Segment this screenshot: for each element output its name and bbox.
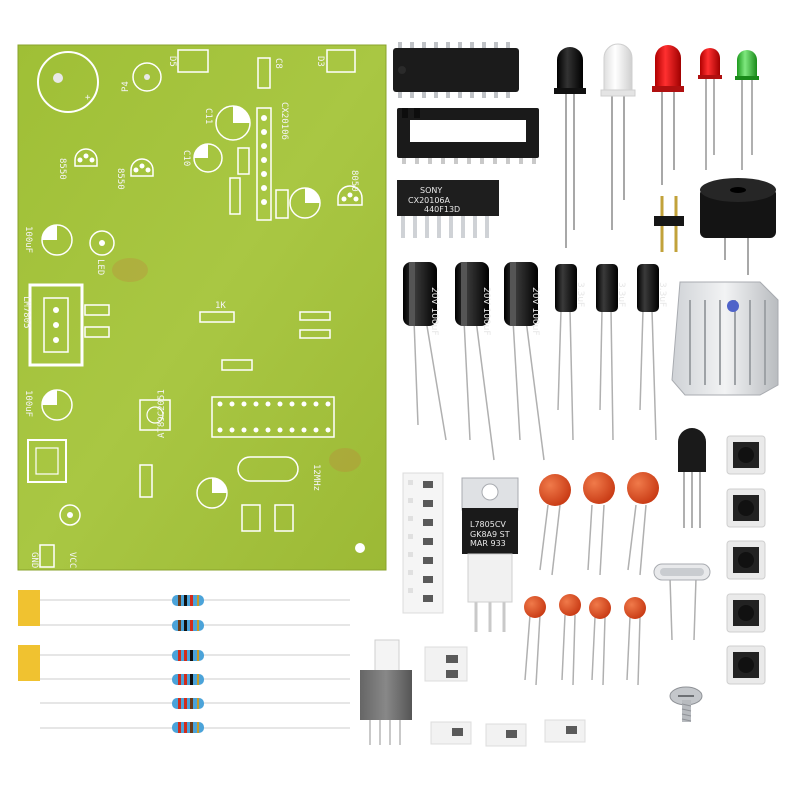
label-q3-part: 8050 (349, 170, 359, 192)
p4-led-footprint (132, 62, 162, 92)
electrolytic-cap-2: 20V 100uF (455, 262, 495, 461)
electrolytic-cap-4: 3.3uF (555, 264, 585, 441)
screw-icon (669, 686, 703, 722)
led-red-small-icon (698, 48, 722, 170)
label-d2-val: LED (95, 259, 105, 275)
cap-1-label: 20V 100uF (429, 287, 439, 336)
mounting-hole (355, 543, 365, 553)
svg-text:+: + (85, 93, 91, 103)
u1-footprint (28, 283, 84, 367)
tact-switch-icon (726, 645, 766, 685)
push-switch-icon (360, 639, 412, 745)
led-red-icon (652, 45, 684, 185)
s1-footprint (139, 399, 171, 431)
label-d5: D5 (167, 56, 177, 67)
s2-footprint (27, 439, 67, 483)
led-green-icon (735, 50, 759, 170)
label-c2-val: 100uF (23, 226, 33, 253)
smd-tape-strip (402, 472, 444, 614)
label-c11: C11 (203, 108, 213, 124)
c12-footprint (237, 147, 250, 175)
buzzer-footprint (37, 51, 99, 113)
q2-footprint (74, 148, 98, 167)
c3-footprint (84, 304, 110, 316)
voltage-regulator: L7805CV GK8A9 ST MAR 933 (461, 477, 519, 632)
electrolytic-cap-3: 20V 100uF (504, 262, 545, 461)
buzzer-icon (700, 178, 776, 275)
tact-switch-icon (726, 540, 766, 580)
r6-footprint (299, 329, 331, 339)
cap-6-label: 3.3uF (657, 282, 667, 307)
regulator-part-text: L7805CV (470, 520, 506, 529)
c5-footprint (275, 189, 289, 219)
r13-footprint (229, 177, 241, 215)
c4-footprint (84, 326, 110, 338)
resistors (18, 590, 350, 733)
c9-footprint (274, 504, 294, 532)
ceramic-caps (524, 472, 659, 686)
cap-5-label: 3.3uF (616, 282, 626, 307)
cap-3-label: 20V 100uF (530, 287, 540, 336)
d1-footprint (59, 504, 81, 526)
sony-brand-text: SONY (420, 186, 442, 195)
tact-switch-icon (726, 488, 766, 528)
y1-footprint (237, 456, 299, 482)
pin-header-icon (654, 196, 684, 252)
j1-footprint (39, 544, 55, 568)
tact-switch-icon (726, 435, 766, 475)
c8-footprint (257, 57, 271, 89)
q3-footprint (337, 185, 363, 206)
label-d3: D3 (315, 56, 325, 67)
smd-tape-small (424, 646, 586, 747)
dip-ic-20pin (393, 42, 519, 98)
sony-code-text: 440F13D (424, 205, 460, 214)
c7-footprint (241, 504, 261, 532)
cap-4-label: 3.3uF (575, 282, 585, 307)
electrolytic-cap-6: 3.3uF (637, 264, 667, 441)
electrolytic-cap-1: 20V 100uF (403, 262, 447, 441)
r11-footprint (221, 359, 253, 371)
d3-footprint (326, 49, 356, 73)
label-c10: C10 (181, 150, 191, 166)
d2-footprint (89, 230, 115, 256)
pcb-board: + P4 D5 D3 C8 C11 CX20106 C10 8550 (17, 44, 387, 571)
led-black-icon (554, 47, 586, 248)
label-c1-val: 100uF (23, 390, 33, 417)
label-u1-part: LM7805 (21, 296, 31, 329)
sony-sip-ic: SONY CX20106A 440F13D (397, 180, 499, 238)
u2-pads (217, 401, 331, 433)
heatsink-icon (671, 281, 779, 396)
label-u3-part: CX20106 (279, 102, 289, 140)
label-r2-val: 1K (215, 301, 226, 311)
regulator-line3-text: MAR 933 (470, 539, 506, 548)
cap-2-label: 20V 100uF (481, 287, 491, 336)
label-q1-part: 8550 (115, 168, 125, 190)
r5-footprint (299, 311, 331, 321)
sony-part-text: CX20106A (408, 196, 451, 205)
transistor-icon (678, 428, 706, 528)
label-vcc: VCC (67, 552, 77, 568)
label-p4: P4 (121, 81, 131, 92)
tact-switch-icon (726, 593, 766, 633)
crystal-icon (653, 563, 711, 641)
label-q2-part: 8550 (57, 158, 67, 180)
u2-footprint (211, 396, 335, 438)
q1-footprint (130, 158, 154, 177)
d5-footprint (177, 49, 209, 73)
label-gnd: GND (29, 552, 39, 568)
label-u2-part: AT89C2051 (157, 389, 167, 438)
electrolytic-cap-5: 3.3uF (596, 264, 626, 441)
label-c8: C8 (273, 58, 283, 69)
r8-footprint (139, 464, 153, 498)
label-y1-val: 12MHz (311, 464, 321, 491)
ic-socket-icon (397, 108, 539, 164)
u3-footprint (256, 107, 272, 221)
regulator-line2-text: GK8A9 ST (470, 530, 510, 539)
led-white-icon (600, 43, 636, 230)
r2-footprint (199, 311, 235, 323)
